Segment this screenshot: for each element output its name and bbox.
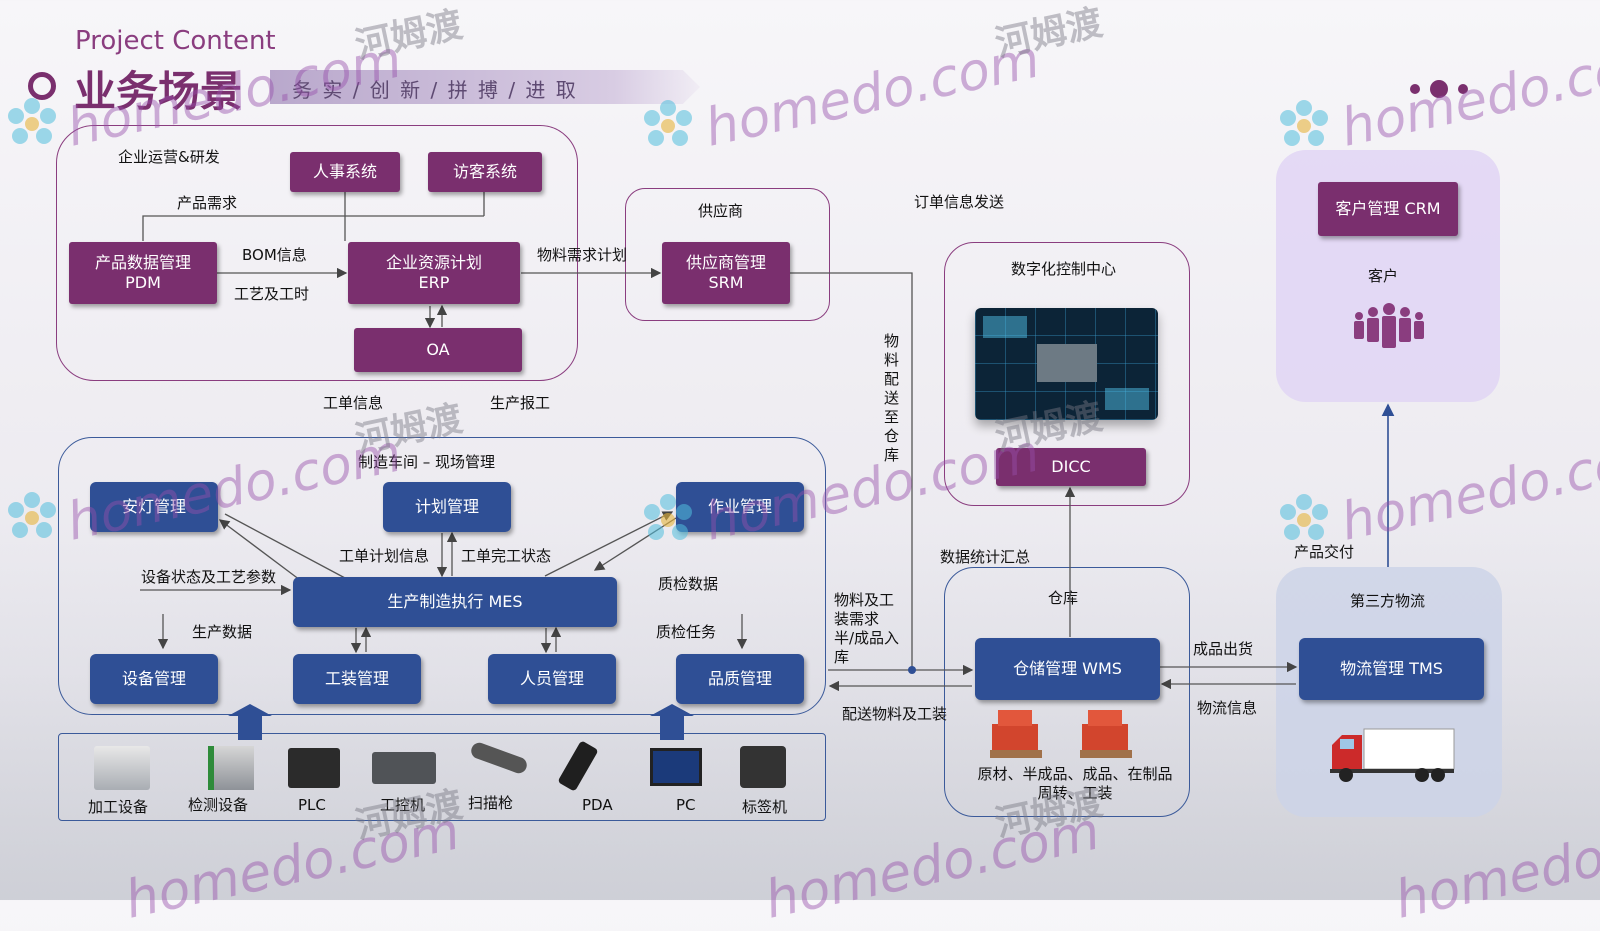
pdm-label: 产品数据管理 PDM: [94, 253, 191, 292]
device-row: 加工设备 检测设备 PLC 工控机 扫描枪 PDA PC 标签机: [66, 738, 818, 818]
flow-data-summary: 数据统计汇总: [940, 548, 1031, 566]
pdm-button[interactable]: 产品数据管理 PDM: [69, 242, 217, 304]
device-label-1: 检测设备: [188, 796, 249, 814]
flow-process-time: 工艺及工时: [234, 285, 310, 303]
group-supplier-label: 供应商: [698, 202, 744, 220]
title-en: Project Content: [75, 26, 276, 56]
device-label-4: 扫描枪: [468, 794, 514, 812]
flow-work-order-info: 工单信息: [323, 394, 384, 412]
tms-button[interactable]: 物流管理 TMS: [1299, 638, 1484, 700]
slogan: 务 实 / 创 新 / 拼 搏 / 进 取: [292, 78, 578, 102]
dicc-dashboard-image: [975, 308, 1158, 420]
quality-button[interactable]: 品质管理: [676, 654, 804, 704]
job-button[interactable]: 作业管理: [676, 482, 804, 532]
decor-dots: [1410, 80, 1490, 100]
title-bullet-icon: [28, 72, 56, 100]
flow-equip-params: 设备状态及工艺参数: [141, 568, 277, 586]
device-label-3: 工控机: [380, 796, 426, 814]
device-machining-icon: [94, 746, 150, 790]
device-label-7: 标签机: [742, 798, 788, 816]
device-pc-icon: [650, 748, 702, 786]
flow-prod-data: 生产数据: [192, 623, 253, 641]
erp-button[interactable]: 企业资源计划 ERP: [348, 242, 520, 304]
srm-label: 供应商管理 SRM: [685, 253, 766, 292]
inventory-types: 原材、半成品、成品、在制品 周转、工装: [977, 765, 1173, 802]
flow-production-report: 生产报工: [490, 394, 551, 412]
device-label-printer-icon: [740, 746, 786, 788]
device-inspection-icon: [208, 746, 254, 790]
flow-order-send: 订单信息发送: [914, 193, 1005, 211]
group-warehouse: [944, 567, 1190, 817]
truck-icon: [1328, 727, 1456, 785]
title-cn: 业务场景: [74, 67, 243, 116]
tooling-button[interactable]: 工装管理: [293, 654, 421, 704]
flow-material-tooling-req: 物料及工 装需求 半/成品入 库: [834, 591, 900, 666]
crm-button[interactable]: 客户管理 CRM: [1318, 182, 1458, 236]
connector-lines: [140, 192, 1395, 740]
group-devices: [58, 733, 826, 821]
flow-product-demand: 产品需求: [177, 194, 238, 212]
group-customer-label: 客户: [1368, 267, 1399, 285]
wms-button[interactable]: 仓储管理 WMS: [975, 638, 1160, 700]
mes-button[interactable]: 生产制造执行 MES: [293, 577, 617, 627]
group-supplier: [625, 188, 830, 321]
watermark-flower-icon: [1276, 98, 1332, 154]
plan-button[interactable]: 计划管理: [383, 482, 511, 532]
watermark-flower-icon: [640, 98, 696, 154]
flow-wo-done-status: 工单完工状态: [461, 547, 552, 565]
flow-qc-data: 质检数据: [658, 575, 719, 593]
device-label-5: PDA: [582, 796, 613, 814]
group-workshop: [58, 437, 826, 715]
up-arrow-right: [650, 704, 694, 740]
flow-bom: BOM信息: [242, 246, 307, 264]
group-dicc-center: [944, 242, 1190, 506]
group-enterprise-label: 企业运营&研发: [118, 148, 220, 166]
hr-system-button[interactable]: 人事系统: [290, 152, 400, 192]
device-ipc-icon: [372, 752, 436, 784]
flow-deliver-material: 配送物料及工装: [842, 705, 948, 723]
device-scanner-icon: [469, 740, 529, 776]
watermark-flower-icon: [4, 96, 60, 152]
andon-button[interactable]: 安灯管理: [90, 482, 218, 532]
flow-product-delivery: 产品交付: [1294, 543, 1355, 561]
device-pda-icon: [557, 740, 599, 792]
staff-button[interactable]: 人员管理: [488, 654, 616, 704]
flow-material-to-wh: 物 料 配 送 至 仓 库: [884, 332, 900, 464]
customer-group-icon: [1349, 302, 1429, 350]
up-arrow-left: [228, 704, 272, 740]
group-dicc-center-label: 数字化控制中心: [1011, 260, 1117, 278]
watermark-flower-icon: [4, 490, 60, 546]
device-plc-icon: [288, 748, 340, 788]
flow-material-plan: 物料需求计划: [537, 246, 628, 264]
erp-label: 企业资源计划 ERP: [385, 253, 482, 292]
device-label-2: PLC: [298, 796, 326, 814]
visitor-system-button[interactable]: 访客系统: [428, 152, 542, 192]
oa-button[interactable]: OA: [354, 328, 522, 372]
inventory-boxes-icon: [988, 706, 1148, 762]
watermark-flower-icon: [1276, 492, 1332, 548]
device-label-6: PC: [676, 796, 696, 814]
group-enterprise: [56, 125, 578, 381]
flow-qc-task: 质检任务: [656, 623, 717, 641]
watermark-flower-icon: [640, 492, 696, 548]
flow-logistics-info: 物流信息: [1197, 699, 1258, 717]
flow-finished-out: 成品出货: [1193, 640, 1254, 658]
srm-button[interactable]: 供应商管理 SRM: [662, 242, 790, 304]
slogan-banner: [270, 70, 700, 104]
equip-button[interactable]: 设备管理: [90, 654, 218, 704]
group-workshop-label: 制造车间 – 现场管理: [358, 453, 496, 471]
flow-wo-plan-info: 工单计划信息: [339, 547, 430, 565]
device-label-0: 加工设备: [88, 798, 149, 816]
dicc-button[interactable]: DICC: [996, 448, 1146, 486]
group-logistics-label: 第三方物流: [1350, 592, 1426, 610]
